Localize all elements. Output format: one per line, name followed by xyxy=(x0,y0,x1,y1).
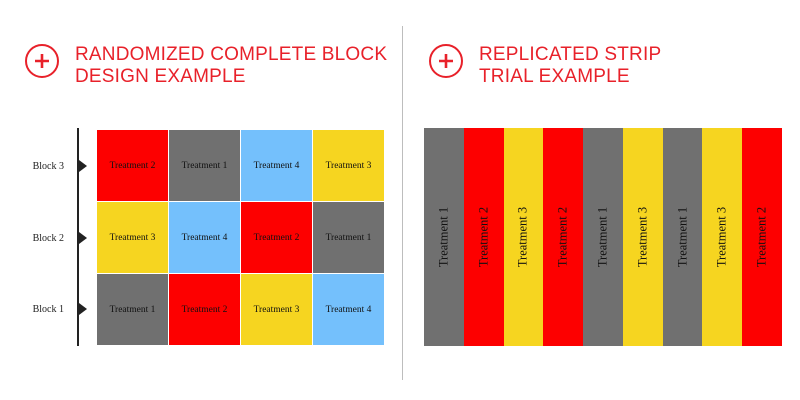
block-axis-line xyxy=(77,128,79,346)
strip-label: Treatment 2 xyxy=(555,206,570,268)
plus-icon xyxy=(429,44,463,78)
strip-title-line-2: TRIAL EXAMPLE xyxy=(479,66,630,87)
strip-label: Treatment 3 xyxy=(635,206,650,268)
strip: Treatment 3 xyxy=(702,128,743,346)
strip: Treatment 1 xyxy=(583,128,623,346)
block-arrow-icon xyxy=(79,232,87,244)
block-label: Block 1 xyxy=(32,304,64,315)
strip: Treatment 2 xyxy=(463,128,504,346)
plot-cell: Treatment 3 xyxy=(313,130,384,201)
strip: Treatment 3 xyxy=(622,128,663,346)
block-arrow-icon xyxy=(79,303,87,315)
plot-cell: Treatment 1 xyxy=(313,202,384,273)
plot-cell: Treatment 4 xyxy=(241,130,312,201)
rcbd-title-line-1: RANDOMIZED COMPLETE BLOCK xyxy=(75,44,388,65)
strip-label: Treatment 1 xyxy=(595,206,610,268)
strip-title-line-1: REPLICATED STRIP xyxy=(479,44,662,65)
plot-cell: Treatment 3 xyxy=(241,274,312,345)
block-label: Block 2 xyxy=(32,233,64,244)
plus-icon xyxy=(25,44,59,78)
block-arrow-icon xyxy=(79,160,87,172)
strip: Treatment 2 xyxy=(742,128,783,346)
rcbd-title: RANDOMIZED COMPLETE BLOCK DESIGN EXAMPLE xyxy=(75,44,387,88)
plot-cell: Treatment 2 xyxy=(241,202,312,273)
strip-label: Treatment 3 xyxy=(714,206,729,268)
plot-cell: Treatment 2 xyxy=(97,130,168,201)
strip-header: REPLICATED STRIP TRIAL EXAMPLE xyxy=(429,44,661,88)
rcbd-header: RANDOMIZED COMPLETE BLOCK DESIGN EXAMPLE xyxy=(25,44,387,88)
panel-divider xyxy=(402,26,403,380)
strip-label: Treatment 3 xyxy=(515,206,530,268)
strip-label: Treatment 1 xyxy=(436,206,451,268)
strip: Treatment 3 xyxy=(503,128,544,346)
plot-cell: Treatment 3 xyxy=(97,202,168,273)
plot-cell: Treatment 4 xyxy=(313,274,384,345)
block-label: Block 3 xyxy=(32,161,64,172)
strip: Treatment 1 xyxy=(662,128,703,346)
strip-trial: Treatment 1 Treatment 2 Treatment 3 Treatme… xyxy=(424,128,783,346)
strip: Treatment 2 xyxy=(543,128,584,346)
strip-label: Treatment 2 xyxy=(754,206,769,268)
strip: Treatment 1 xyxy=(424,128,464,346)
plot-cell: Treatment 1 xyxy=(169,130,240,201)
strip-title: REPLICATED STRIP TRIAL EXAMPLE xyxy=(479,44,661,88)
strip-label: Treatment 1 xyxy=(675,206,690,268)
strip-label: Treatment 2 xyxy=(476,206,491,268)
plot-cell: Treatment 2 xyxy=(169,274,240,345)
plot-cell: Treatment 1 xyxy=(97,274,168,345)
plot-cell: Treatment 4 xyxy=(169,202,240,273)
rcbd-title-line-2: DESIGN EXAMPLE xyxy=(75,66,246,87)
